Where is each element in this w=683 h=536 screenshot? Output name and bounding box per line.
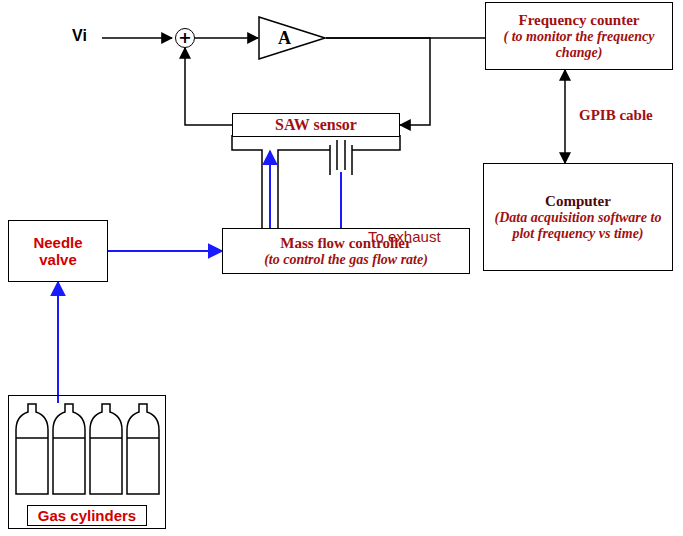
chamber-wall bbox=[352, 135, 400, 150]
input-arrow bbox=[102, 37, 172, 39]
exhaust-label: To exhaust bbox=[368, 228, 441, 245]
connector bbox=[185, 48, 232, 125]
connector bbox=[326, 38, 430, 125]
connector bbox=[195, 37, 258, 39]
gas-cylinders bbox=[16, 404, 159, 494]
connector bbox=[108, 250, 222, 252]
process-box: Frequency counter( to monitor the freque… bbox=[485, 2, 673, 70]
gas-pipe bbox=[232, 135, 330, 228]
amplifier-symbol bbox=[258, 16, 326, 60]
sensor-box: SAW sensor bbox=[232, 113, 400, 137]
connector bbox=[57, 282, 59, 403]
exhaust-port bbox=[330, 140, 352, 175]
node-note: ( to monitor the frequency change) bbox=[486, 29, 672, 61]
node-title: + bbox=[178, 30, 191, 46]
connector bbox=[564, 70, 566, 163]
node-title: Computer bbox=[545, 193, 611, 210]
amplifier: A bbox=[258, 16, 326, 60]
valve-box: Needle valve bbox=[8, 220, 108, 282]
summing-junction: + bbox=[175, 28, 195, 48]
cylinder-rack: Gas cylinders bbox=[8, 395, 166, 529]
edge-label: GPIB cable bbox=[579, 107, 653, 124]
node-title: Gas cylinders bbox=[27, 505, 147, 526]
node-title: Needle valve bbox=[9, 234, 107, 268]
node-note: (to control the gas flow rate) bbox=[258, 252, 434, 268]
connector bbox=[269, 151, 271, 228]
node-note: (Data acquisition software to plot frequ… bbox=[484, 210, 672, 242]
node-title: SAW sensor bbox=[275, 116, 357, 134]
signal-name: Vi bbox=[72, 27, 87, 45]
process-box: Computer(Data acquisition software to pl… bbox=[483, 163, 673, 271]
node-title: A bbox=[278, 28, 291, 49]
node-title: Frequency counter bbox=[519, 12, 640, 29]
